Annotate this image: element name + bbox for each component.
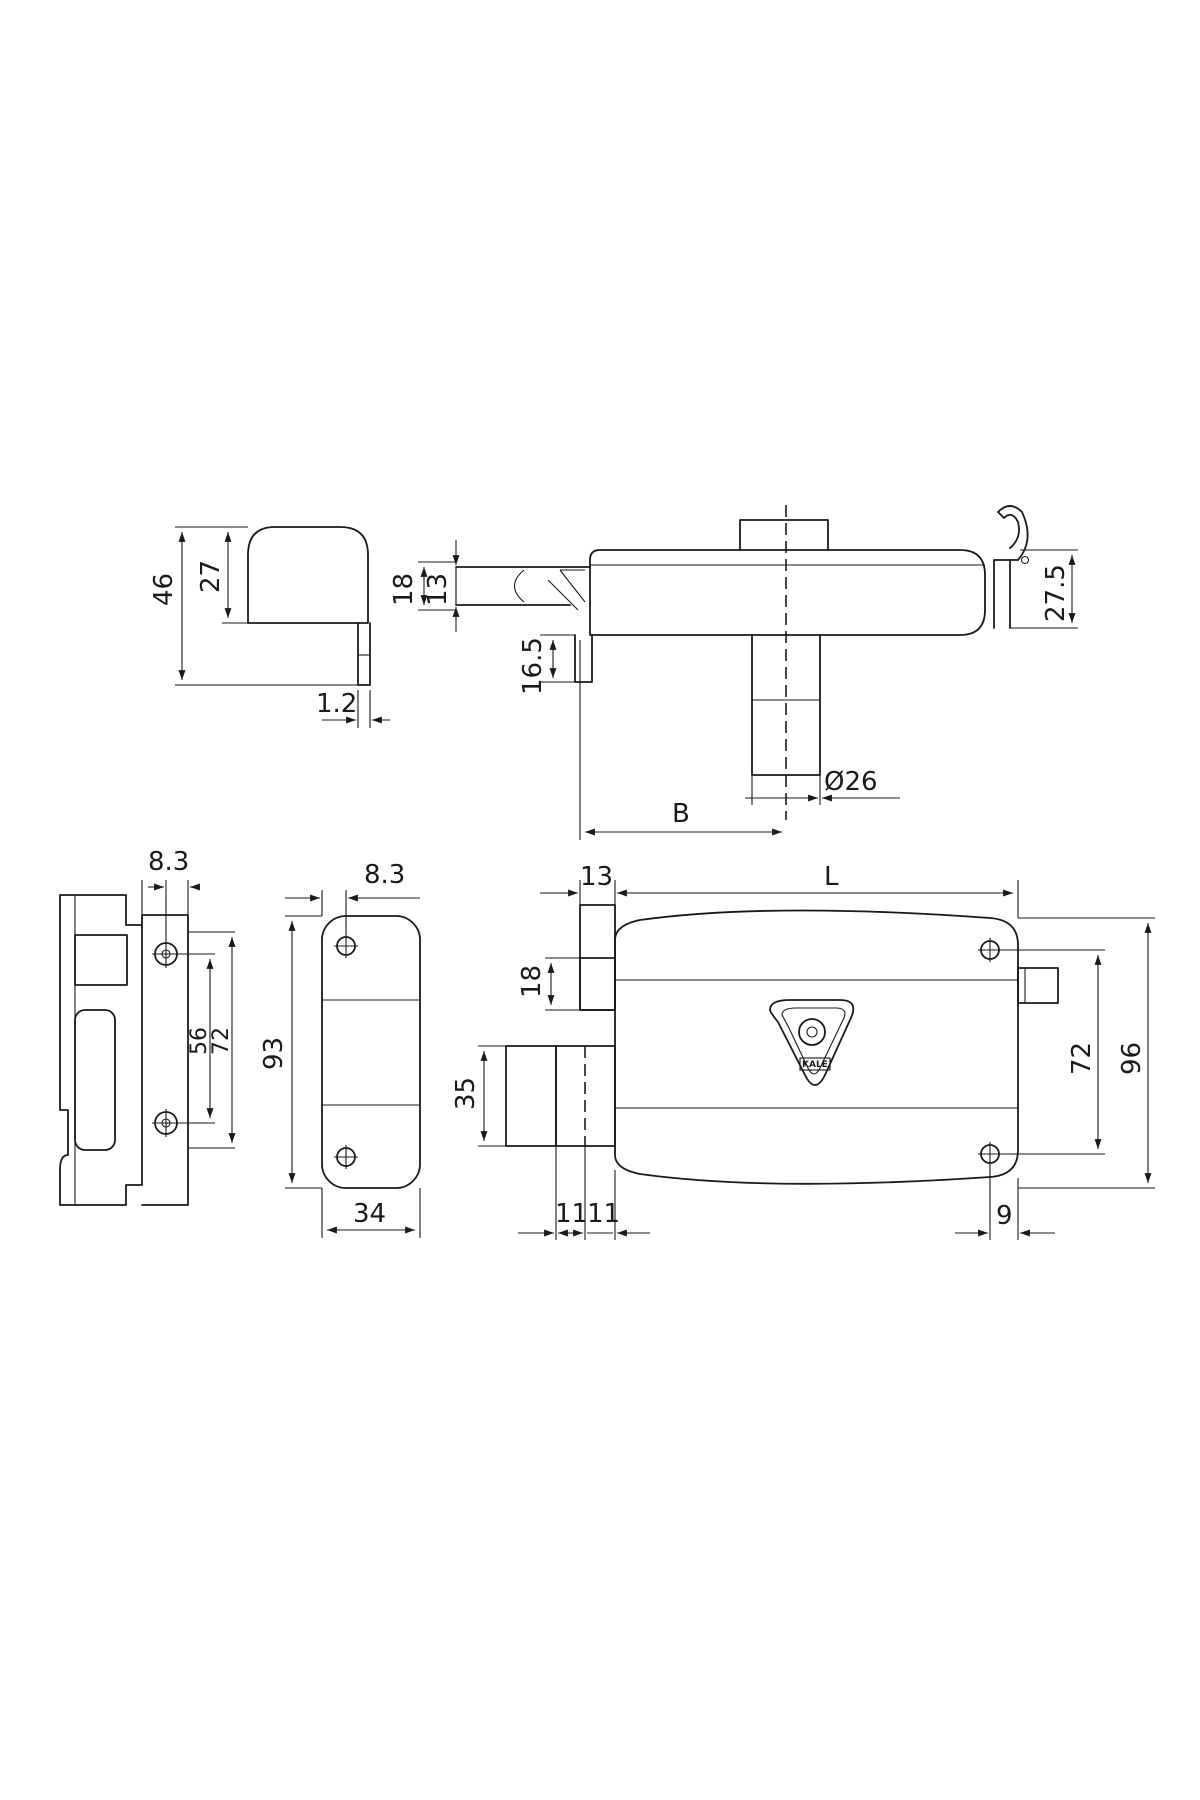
dim-l: L	[824, 862, 839, 892]
dim-46: 46	[149, 573, 179, 606]
strike-plate-view: 8.3 56 72	[59, 847, 236, 1206]
lock-side-view: 18 13 16.5 27.5 Ø26 B	[389, 505, 1078, 840]
dim-56: 56	[187, 1027, 212, 1055]
cover-profile-view: 46 27 1.2	[149, 526, 390, 728]
dim-96: 96	[1117, 1042, 1147, 1075]
dim-18-side: 18	[389, 573, 419, 606]
dim-9: 9	[996, 1201, 1013, 1231]
dim-34: 34	[353, 1199, 386, 1229]
dim-16-5: 16.5	[518, 637, 548, 695]
dim-11b: 11	[587, 1199, 620, 1229]
dim-35: 35	[451, 1077, 481, 1110]
keeper-view: 8.3 93 34	[259, 860, 421, 1238]
dim-8-3-keeper: 8.3	[364, 860, 405, 890]
dim-d26: Ø26	[824, 767, 878, 797]
dim-1-2: 1.2	[316, 689, 357, 719]
dim-13-front: 13	[580, 862, 613, 892]
dim-8-3-strike: 8.3	[148, 847, 189, 877]
dim-18-front: 18	[517, 965, 547, 998]
dim-b: B	[672, 799, 690, 829]
dim-11a: 11	[555, 1199, 588, 1229]
dim-72-front: 72	[1067, 1042, 1097, 1075]
dim-72-strike: 72	[209, 1027, 234, 1055]
dim-27: 27	[196, 560, 226, 593]
dim-13-side: 13	[423, 573, 453, 606]
kale-logo: KALE	[802, 1060, 828, 1070]
dim-27-5: 27.5	[1041, 564, 1071, 622]
dim-93: 93	[259, 1037, 289, 1070]
lock-front-view: KALE 13 L 18 35 11 11 72	[451, 862, 1155, 1240]
